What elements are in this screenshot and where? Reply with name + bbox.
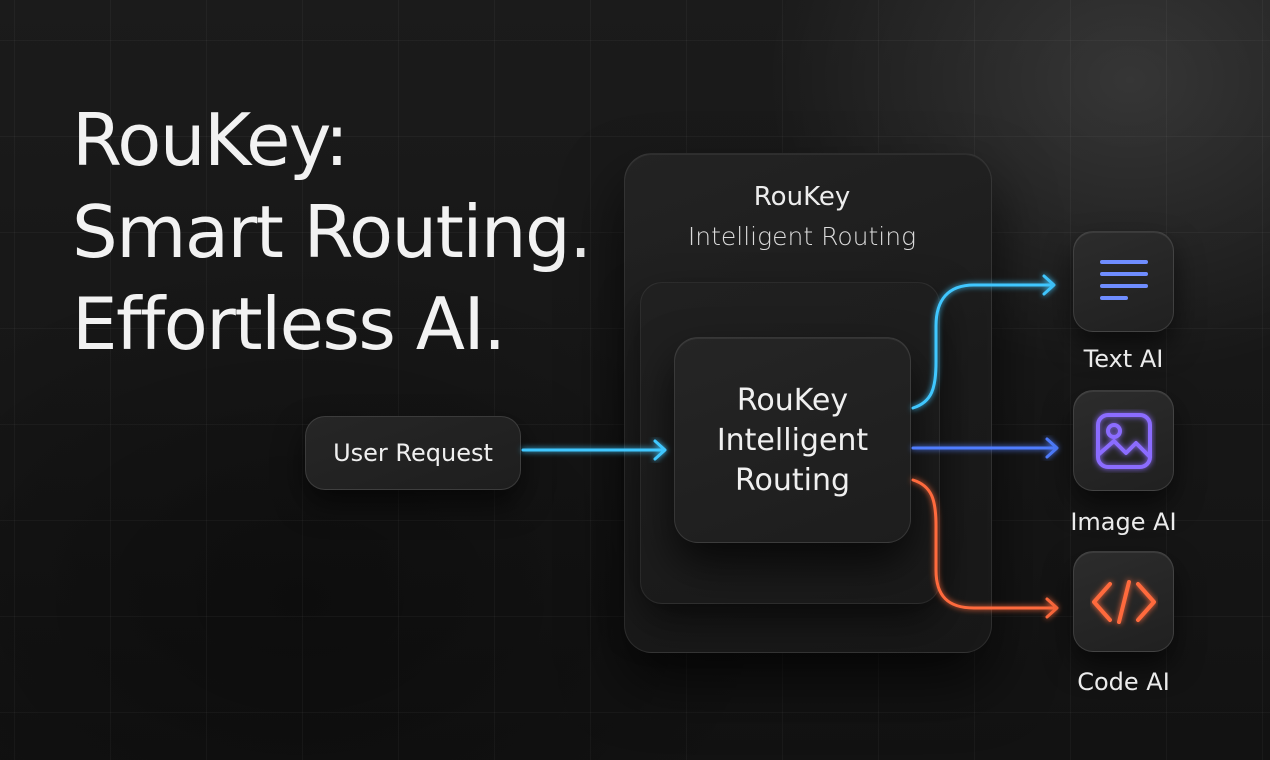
text-ai-tile	[1073, 231, 1174, 332]
input-arrow	[521, 439, 667, 461]
image-icon	[1095, 412, 1152, 469]
text-ai-label: Text AI	[1083, 345, 1164, 373]
router-core-label-line-1: RouKey	[736, 383, 849, 418]
code-route-arrow	[911, 478, 1059, 619]
text-route-arrow	[911, 274, 1056, 410]
router-panel-title: RouKey	[753, 182, 851, 212]
router-panel-subtitle: Intelligent Routing	[687, 222, 917, 251]
code-ai-label: Code AI	[1077, 668, 1170, 696]
router-core-label-line-2: Intelligent	[716, 423, 869, 458]
headline-line-1: RouKey:	[72, 98, 349, 182]
headline-line-2: Smart Routing.	[72, 190, 592, 274]
text-lines-icon	[1099, 259, 1148, 300]
image-ai-tile	[1073, 390, 1174, 491]
image-route-arrow	[911, 437, 1059, 459]
code-brackets-icon	[1091, 579, 1156, 624]
headline-line-3: Effortless AI.	[72, 282, 506, 366]
router-core-box	[674, 337, 911, 543]
user-request-node: User Request	[305, 416, 521, 490]
router-core-label-line-3: Routing	[734, 463, 851, 498]
image-ai-label: Image AI	[1070, 508, 1177, 536]
code-ai-tile	[1073, 551, 1174, 652]
